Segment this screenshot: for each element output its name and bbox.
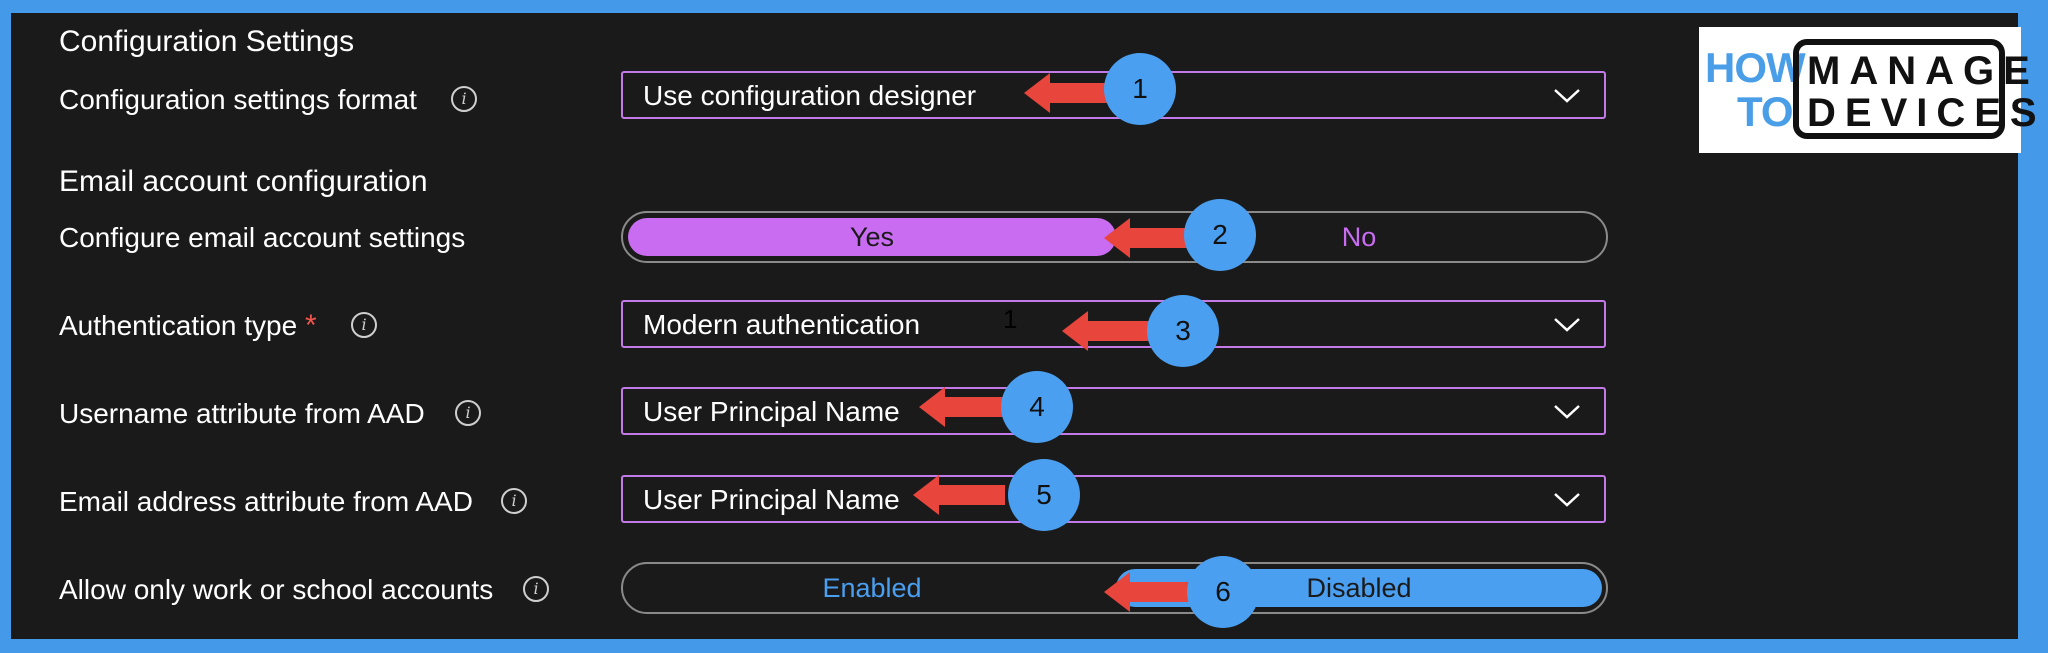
annotation-arrow-2 <box>1104 218 1196 258</box>
stray-mark: 1 <box>1003 304 1018 334</box>
logo-manage: MANAGE <box>1807 49 2039 93</box>
auth-type-dropdown[interactable]: Modern authentication 1 <box>621 300 1606 348</box>
config-format-value: Use configuration designer <box>643 80 977 111</box>
callout-6: 6 <box>1187 556 1259 628</box>
chevron-down-icon <box>1554 405 1580 419</box>
callout-4: 4 <box>1001 371 1073 443</box>
email-attr-label: Email address attribute from AAD <box>59 486 473 517</box>
auth-type-label-text: Authentication type <box>59 310 298 341</box>
logo-how: HOW <box>1705 44 1806 91</box>
email-attr-dropdown[interactable]: User Principal Name <box>621 475 1606 523</box>
logo-frame: MANAGE DEVICES <box>1793 39 2037 139</box>
configure-email-toggle: Yes No <box>621 211 1608 263</box>
chevron-down-icon <box>1554 493 1580 507</box>
howtomanagedevices-logo: HOW TO MANAGE DEVICES <box>1699 27 2037 153</box>
username-attr-dropdown[interactable]: User Principal Name <box>621 387 1606 435</box>
option-yes[interactable]: Yes <box>628 218 1116 256</box>
info-icon[interactable]: i <box>501 488 527 514</box>
section-heading-email: Email account configuration <box>59 165 428 198</box>
callout-3: 3 <box>1147 295 1219 367</box>
settings-panel: Configuration Settings Configuration set… <box>11 13 2018 639</box>
chevron-down-icon <box>1554 318 1580 332</box>
username-attr-label: Username attribute from AAD <box>59 398 425 429</box>
configure-email-label: Configure email account settings <box>59 222 466 253</box>
section-heading-configuration: Configuration Settings <box>59 25 355 58</box>
username-attr-value: User Principal Name <box>643 396 900 427</box>
chevron-down-icon <box>1554 89 1580 103</box>
info-icon[interactable]: i <box>523 576 549 602</box>
option-no[interactable]: No <box>1341 222 1377 252</box>
callout-1: 1 <box>1104 53 1176 125</box>
annotation-arrow-6 <box>1104 572 1196 612</box>
option-enabled[interactable]: Enabled <box>822 573 922 603</box>
info-icon[interactable]: i <box>451 86 477 112</box>
annotation-arrow-4 <box>919 387 1011 427</box>
logo-to: TO <box>1737 88 1794 135</box>
annotation-arrow-5 <box>913 475 1005 515</box>
info-icon[interactable]: i <box>455 400 481 426</box>
callout-2: 2 <box>1184 199 1256 271</box>
auth-type-label: Authentication type * <box>59 309 317 343</box>
annotation-arrow-3 <box>1062 311 1154 351</box>
config-format-label: Configuration settings format <box>59 84 417 115</box>
callout-5: 5 <box>1008 459 1080 531</box>
required-marker: * <box>304 309 317 342</box>
email-attr-value: User Principal Name <box>643 484 900 515</box>
annotation-arrow-1 <box>1024 73 1116 113</box>
allow-work-label: Allow only work or school accounts <box>59 574 494 605</box>
info-icon[interactable]: i <box>351 312 377 338</box>
auth-type-value: Modern authentication <box>643 309 921 340</box>
logo-devices: DEVICES <box>1807 91 2046 135</box>
